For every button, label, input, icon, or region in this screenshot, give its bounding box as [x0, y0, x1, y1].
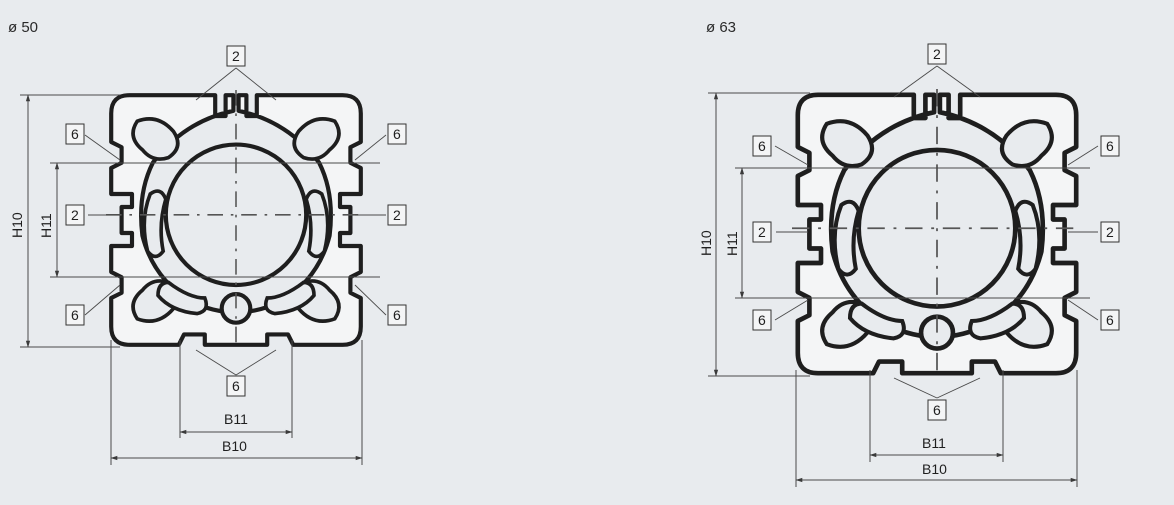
callout-lower-left: 6 — [752, 309, 772, 331]
callout-top: 2 — [927, 43, 947, 65]
callout-lower-left: 6 — [65, 304, 85, 326]
callout-mid-left: 2 — [65, 204, 85, 226]
diameter-title: ø 63 — [706, 19, 736, 36]
profile-section — [106, 90, 366, 350]
svg-text:6: 6 — [1106, 312, 1114, 328]
svg-text:6: 6 — [71, 126, 79, 142]
svg-text:2: 2 — [232, 48, 240, 64]
callout-bottom: 6 — [226, 375, 246, 397]
h11-label: H11 — [724, 231, 740, 256]
svg-text:2: 2 — [758, 224, 766, 240]
svg-text:6: 6 — [393, 307, 401, 323]
svg-text:6: 6 — [758, 138, 766, 154]
svg-text:6: 6 — [758, 312, 766, 328]
svg-text:2: 2 — [393, 207, 401, 223]
svg-text:6: 6 — [1106, 138, 1114, 154]
callout-upper-left: 6 — [752, 135, 772, 157]
profile-drawing-d50: ø 50 H10 H11 B10 B11 — [8, 19, 407, 465]
h10-label: H10 — [698, 230, 714, 256]
callout-mid-right: 2 — [1100, 221, 1120, 243]
profile-drawing-d63: ø 63 H10 H11 B10 B11 — [698, 19, 1120, 487]
callout-mid-left: 2 — [752, 221, 772, 243]
callout-mid-right: 2 — [387, 204, 407, 226]
svg-text:6: 6 — [393, 126, 401, 142]
h10-label: H10 — [9, 212, 25, 238]
b11-label: B11 — [922, 435, 946, 451]
profile-section — [792, 89, 1082, 379]
callout-lower-right: 6 — [387, 304, 407, 326]
b10-label: B10 — [922, 461, 947, 477]
callout-upper-left: 6 — [65, 123, 85, 145]
h11-label: H11 — [38, 213, 54, 238]
b10-label: B10 — [222, 438, 247, 454]
svg-text:2: 2 — [1106, 224, 1114, 240]
callout-upper-right: 6 — [1100, 135, 1120, 157]
svg-text:6: 6 — [232, 378, 240, 394]
callout-upper-right: 6 — [387, 123, 407, 145]
callout-top: 2 — [226, 45, 246, 67]
svg-text:6: 6 — [71, 307, 79, 323]
svg-text:2: 2 — [71, 207, 79, 223]
diameter-title: ø 50 — [8, 19, 38, 36]
svg-text:6: 6 — [933, 402, 941, 418]
callout-lower-right: 6 — [1100, 309, 1120, 331]
callout-bottom: 6 — [927, 399, 947, 421]
svg-text:2: 2 — [933, 46, 941, 62]
b11-label: B11 — [224, 411, 248, 427]
